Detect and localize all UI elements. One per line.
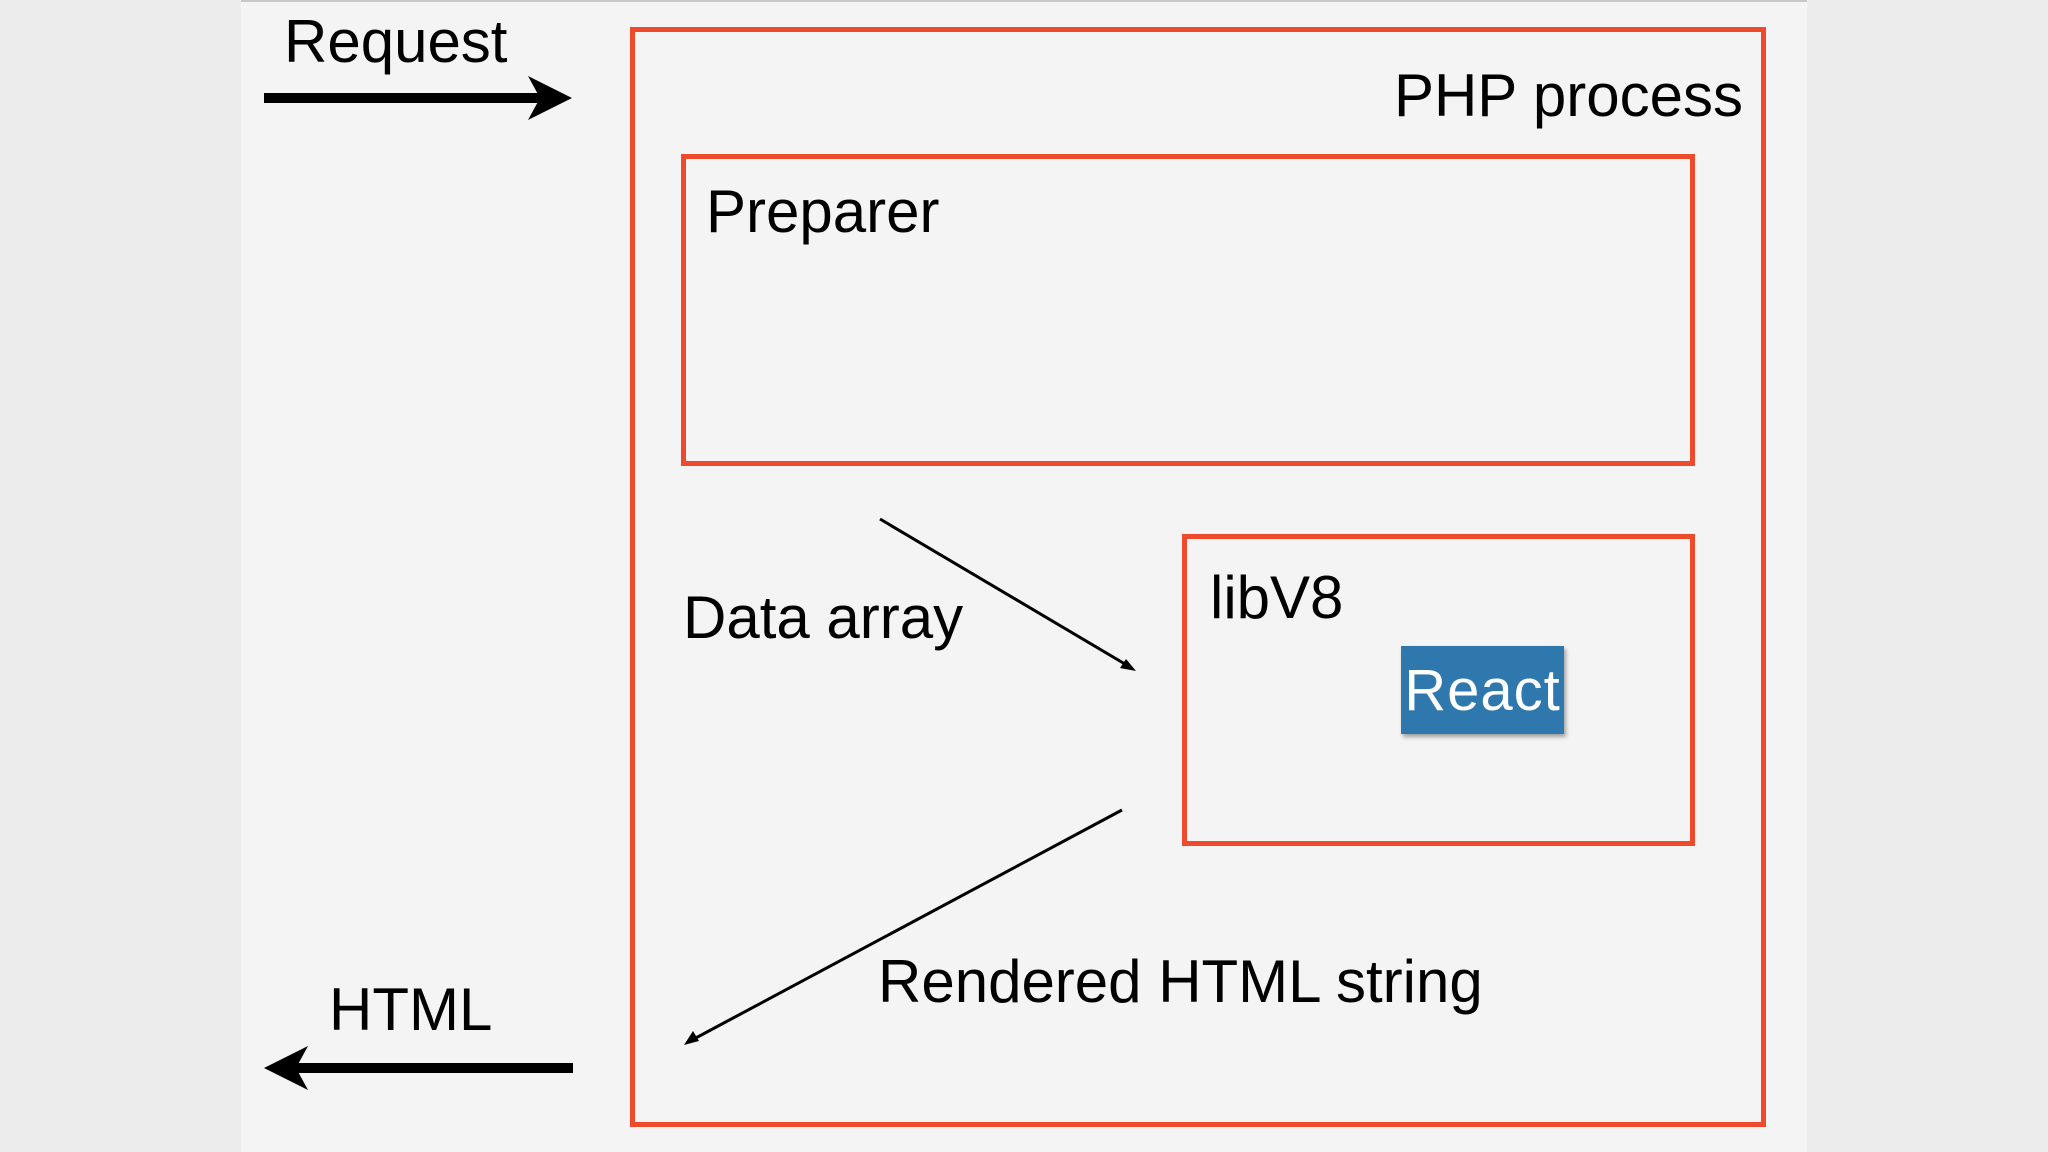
preparer-label: Preparer	[706, 178, 940, 245]
libv8-label: libV8	[1210, 564, 1344, 631]
libv8-box	[1182, 534, 1695, 846]
php-process-label: PHP process	[1393, 62, 1743, 129]
php-process-box	[630, 27, 1766, 1127]
request-label: Request	[284, 8, 508, 75]
data-array-label: Data array	[683, 584, 964, 651]
preparer-box	[681, 154, 1695, 466]
html-output-label: HTML	[329, 976, 493, 1043]
react-badge: React	[1401, 646, 1564, 734]
rendered-html-label: Rendered HTML string	[878, 948, 1483, 1015]
